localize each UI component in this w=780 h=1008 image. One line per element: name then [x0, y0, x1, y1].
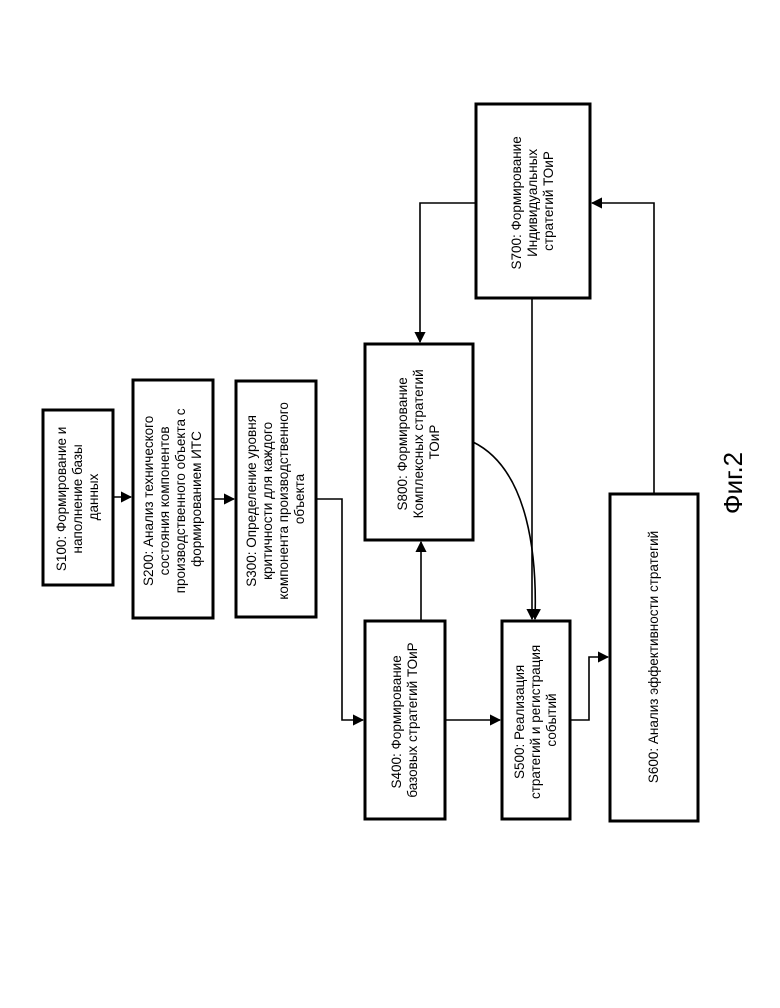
arrow-s700-s800: [420, 203, 476, 342]
arrow-s600-s700: [592, 203, 654, 494]
arrow-s300-s400: [316, 499, 363, 720]
label-s700: S700: Формирование Индивидуальных страте…: [509, 133, 556, 270]
arrow-s800-s500: [473, 442, 535, 619]
arrow-s500-s600: [570, 657, 608, 720]
figure-caption: Фиг.2: [718, 452, 748, 514]
label-s600: S600: Анализ эффективности стратегий: [646, 531, 661, 783]
label-s400: S400: Формирование базовых стратегий ТОи…: [389, 642, 420, 797]
label-s200: S200: Анализ технического состояния комп…: [141, 405, 204, 594]
